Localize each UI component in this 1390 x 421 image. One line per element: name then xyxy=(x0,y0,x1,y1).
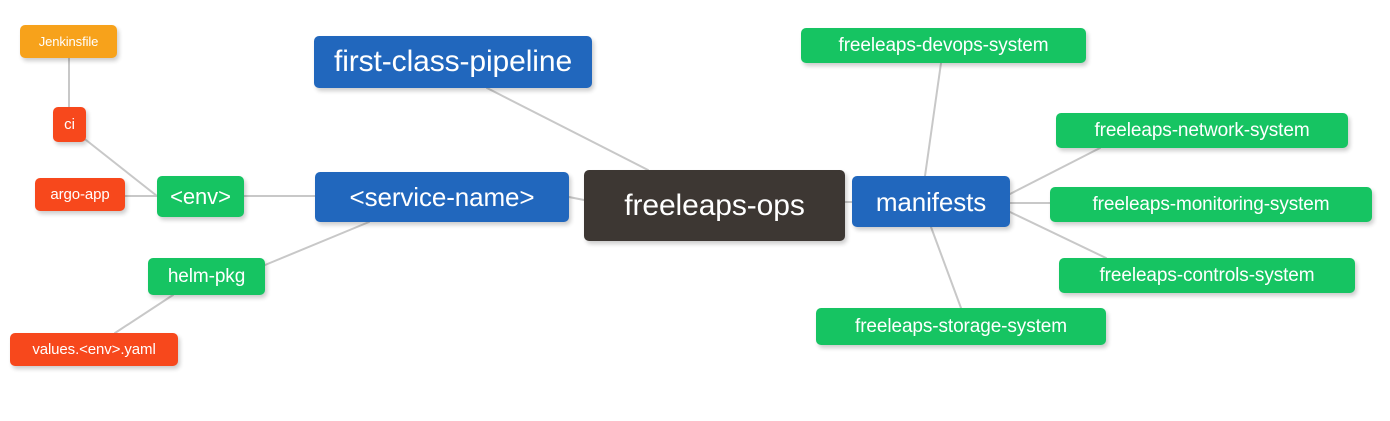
edge-service-name-to-freeleaps-ops xyxy=(568,196,585,201)
node-ci[interactable]: ci xyxy=(53,107,86,142)
node-monitoring-system[interactable]: freeleaps-monitoring-system xyxy=(1050,187,1372,222)
node-manifests[interactable]: manifests xyxy=(852,176,1010,227)
node-label: first-class-pipeline xyxy=(333,45,573,78)
node-freeleaps-ops[interactable]: freeleaps-ops xyxy=(584,170,845,241)
edge-manifests-to-storage-system xyxy=(930,226,962,309)
node-env[interactable]: <env> xyxy=(157,176,244,217)
node-label: ci xyxy=(64,116,75,133)
edge-manifests-to-devops-system xyxy=(924,62,942,177)
node-label: <service-name> xyxy=(349,182,535,212)
node-label: freeleaps-devops-system xyxy=(838,35,1049,56)
edge-values-yaml-to-helm-pkg xyxy=(114,294,174,334)
node-network-system[interactable]: freeleaps-network-system xyxy=(1056,113,1348,148)
edge-helm-pkg-to-service-name xyxy=(264,221,370,266)
node-label: manifests xyxy=(875,186,987,217)
node-label: values.<env>.yaml xyxy=(32,341,156,358)
node-helm-pkg[interactable]: helm-pkg xyxy=(148,258,265,295)
node-devops-system[interactable]: freeleaps-devops-system xyxy=(801,28,1086,63)
node-label: helm-pkg xyxy=(167,266,246,287)
node-label: freeleaps-storage-system xyxy=(855,316,1067,337)
node-values-yaml[interactable]: values.<env>.yaml xyxy=(10,333,178,366)
node-argo-app[interactable]: argo-app xyxy=(35,178,125,211)
node-label: freeleaps-controls-system xyxy=(1099,265,1315,286)
node-label: argo-app xyxy=(50,186,110,203)
node-storage-system[interactable]: freeleaps-storage-system xyxy=(816,308,1106,345)
node-label: freeleaps-ops xyxy=(624,188,805,222)
node-jenkinsfile[interactable]: Jenkinsfile xyxy=(20,25,117,58)
node-controls-system[interactable]: freeleaps-controls-system xyxy=(1059,258,1355,293)
node-label: freeleaps-network-system xyxy=(1094,120,1310,141)
node-label: freeleaps-monitoring-system xyxy=(1092,194,1330,215)
node-service-name[interactable]: <service-name> xyxy=(315,172,569,222)
edge-first-class-pipeline-to-freeleaps-ops xyxy=(486,87,649,171)
node-first-class-pipeline[interactable]: first-class-pipeline xyxy=(314,36,592,88)
node-label: <env> xyxy=(170,183,231,209)
node-label: Jenkinsfile xyxy=(38,34,99,49)
